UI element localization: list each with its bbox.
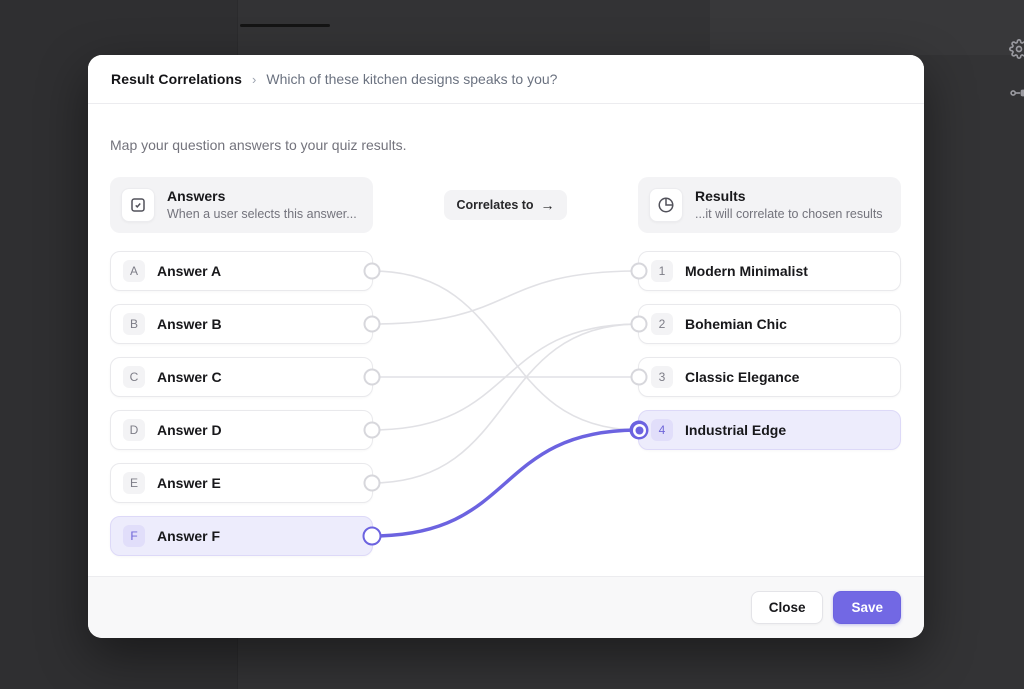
modal-title: Result Correlations [111, 71, 243, 87]
answer-label: Answer A [157, 263, 222, 279]
result-row-1[interactable]: 1 Modern Minimalist [630, 251, 901, 291]
results-header-subtitle: ...it will correlate to chosen results [694, 206, 883, 221]
result-correlations-modal: Result Correlations › Which of these kit… [88, 55, 924, 638]
right-toolbar [1006, 36, 1024, 106]
result-row-2[interactable]: 2 Bohemian Chic [630, 304, 901, 344]
result-row-3[interactable]: 3 Classic Elegance [630, 357, 901, 397]
result-key-badge: 1 [651, 260, 673, 282]
answer-key-badge: A [123, 260, 145, 282]
result-connector-node[interactable] [630, 262, 648, 280]
results-list: 1 Modern Minimalist 2 Bohemian Chic 3 Classic… [629, 251, 901, 556]
save-button[interactable]: Save [833, 590, 901, 625]
answer-key-badge: D [123, 419, 145, 441]
result-connector-node[interactable] [629, 420, 649, 440]
close-button[interactable]: Close [750, 590, 824, 625]
modal-body: Map your question answers to your quiz r… [88, 104, 924, 576]
result-label: Industrial Edge [685, 422, 787, 438]
result-key-badge: 2 [651, 313, 673, 335]
answers-header-card: Answers When a user selects this answer.… [110, 177, 373, 233]
result-label: Modern Minimalist [685, 263, 808, 279]
answers-header-title: Answers [167, 188, 226, 205]
answer-connector-node[interactable] [363, 262, 381, 280]
answer-connector-node[interactable] [362, 526, 382, 546]
mapping-area: Answers When a user selects this answer.… [110, 177, 901, 556]
answers-header-subtitle: When a user selects this answer... [167, 206, 357, 221]
result-label: Bohemian Chic [685, 316, 787, 332]
result-key-badge: 3 [651, 366, 673, 388]
pie-chart-icon [648, 188, 683, 222]
columns-header: Answers When a user selects this answer.… [110, 177, 901, 233]
result-row-4[interactable]: 4 Industrial Edge [629, 410, 901, 450]
modal-footer: Close Save [88, 576, 924, 638]
flow-icon[interactable] [1006, 80, 1024, 106]
answer-label: Answer B [157, 316, 222, 332]
answer-connector-node[interactable] [363, 474, 381, 492]
result-connector-node[interactable] [630, 315, 648, 333]
answers-list: A Answer A B Answer B C Answer C D Answer D E Ans… [110, 251, 382, 556]
answer-row-b[interactable]: B Answer B [110, 304, 381, 344]
results-header-card: Results ...it will correlate to chosen r… [637, 177, 901, 233]
result-label: Classic Elegance [685, 369, 800, 385]
background-tab-indicator [240, 24, 330, 27]
backdrop-right-panel [710, 0, 1024, 55]
answer-key-badge: B [123, 313, 145, 335]
answer-key-badge: C [123, 366, 145, 388]
checkbox-icon [121, 188, 155, 222]
correlates-to-label: Correlates to [456, 198, 534, 212]
instructions-text: Map your question answers to your quiz r… [110, 137, 407, 153]
answer-row-c[interactable]: C Answer C [110, 357, 381, 397]
gear-icon[interactable] [1006, 36, 1024, 62]
result-connector-node[interactable] [630, 368, 648, 386]
mapping-columns: A Answer A B Answer B C Answer C D Answer D E Ans… [110, 251, 901, 556]
modal-header: Result Correlations › Which of these kit… [88, 55, 924, 104]
answer-key-badge: E [123, 472, 145, 494]
answer-connector-node[interactable] [363, 315, 381, 333]
answer-row-e[interactable]: E Answer E [110, 463, 381, 503]
answer-connector-node[interactable] [363, 368, 381, 386]
answer-label: Answer D [157, 422, 222, 438]
breadcrumb-separator-icon: › [252, 71, 257, 87]
answer-row-d[interactable]: D Answer D [110, 410, 381, 450]
answer-connector-node[interactable] [363, 421, 381, 439]
answer-key-badge: F [123, 525, 145, 547]
answer-label: Answer F [157, 528, 221, 544]
results-header-title: Results [694, 188, 746, 205]
answer-label: Answer E [157, 475, 221, 491]
answer-row-f[interactable]: F Answer F [110, 516, 382, 556]
answer-row-a[interactable]: A Answer A [110, 251, 381, 291]
question-breadcrumb: Which of these kitchen designs speaks to… [266, 71, 558, 87]
arrow-right-icon: → [540, 197, 555, 213]
correlates-to-pill: Correlates to → [444, 190, 567, 220]
result-key-badge: 4 [651, 419, 673, 441]
answer-label: Answer C [157, 369, 222, 385]
